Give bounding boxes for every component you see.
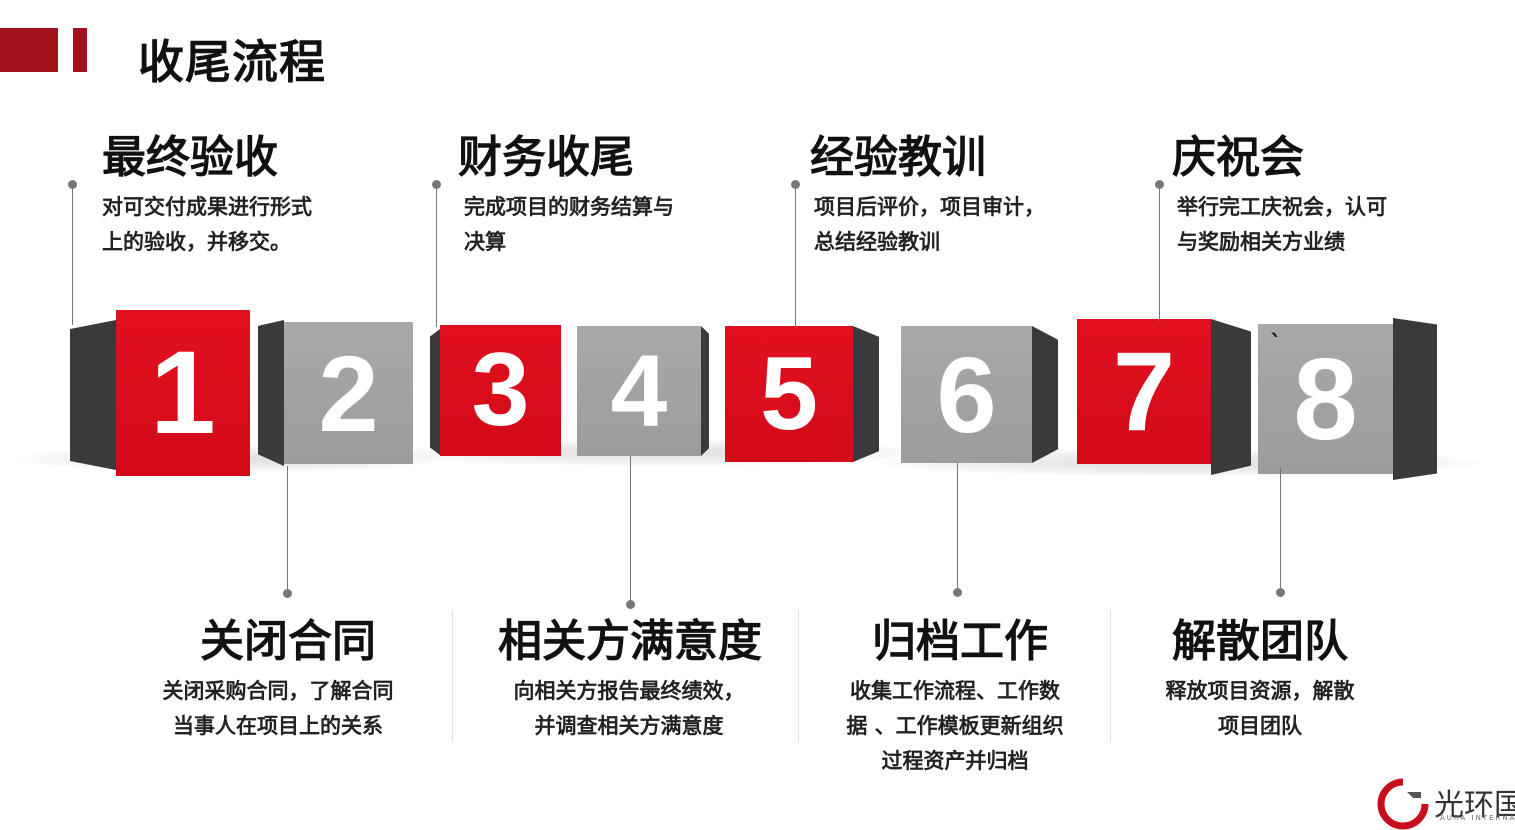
step-desc-line: 举行完工庆祝会，认可 <box>1177 195 1387 219</box>
step-number-6: 6 <box>901 326 1032 463</box>
step-desc-4: 向相关方报告最终绩效， 并调查相关方满意度 <box>464 674 794 744</box>
stray-tick-mark: ` <box>1270 330 1282 358</box>
logo-subtext: AURA INTERNATIONAL <box>1440 814 1515 822</box>
step-desc-line: 对可交付成果进行形式 <box>102 195 312 219</box>
step-number-1: 1 <box>116 310 250 476</box>
step-number-4: 4 <box>577 326 701 456</box>
leader-line <box>436 185 437 327</box>
step-desc-5: 项目后评价，项目审计， 总结经验教训 <box>814 190 1045 260</box>
logo-text: 光环国 <box>1434 788 1515 823</box>
leader-dot <box>791 180 800 189</box>
step-desc-line: 释放项目资源，解散 <box>1165 679 1355 703</box>
step-title-6: 归档工作 <box>872 616 1048 667</box>
leader-dot <box>626 600 635 609</box>
step-desc-line: 决算 <box>464 230 506 254</box>
step-desc-1: 对可交付成果进行形式 上的验收，并移交。 <box>102 190 312 260</box>
leader-line <box>72 185 73 325</box>
step-desc-line: 当事人在项目上的关系 <box>173 714 383 738</box>
step-desc-line: 与奖励相关方业绩 <box>1177 230 1345 254</box>
step-desc-line: 完成项目的财务结算与 <box>464 195 674 219</box>
leader-dot <box>432 180 441 189</box>
step-title-3: 财务收尾 <box>458 132 634 183</box>
leader-line <box>630 456 631 604</box>
step-desc-6: 收集工作流程、工作数 据 、工作模板更新组织 过程资产并归档 <box>800 674 1110 779</box>
step-desc-line: 收集工作流程、工作数 <box>850 679 1060 703</box>
step-title-8: 解散团队 <box>1172 616 1348 667</box>
leader-line <box>795 185 796 327</box>
step-desc-line: 关闭采购合同，了解合同 <box>162 679 394 703</box>
step-title-5: 经验教训 <box>810 132 986 183</box>
leader-line <box>957 463 958 593</box>
header-accent-bar-small <box>73 28 87 72</box>
step-desc-line: 项目团队 <box>1218 714 1302 738</box>
step-desc-3: 完成项目的财务结算与 决算 <box>464 190 674 260</box>
aura-logo-icon <box>1377 778 1429 830</box>
step-title-1: 最终验收 <box>102 132 278 183</box>
page-title: 收尾流程 <box>138 35 326 89</box>
header-accent-bar <box>0 28 58 72</box>
leader-line <box>1159 185 1160 321</box>
step-desc-line: 过程资产并归档 <box>881 749 1029 773</box>
step-title-4: 相关方满意度 <box>498 616 762 667</box>
step-number-2: 2 <box>284 322 413 464</box>
step-desc-line: 项目后评价，项目审计， <box>814 195 1045 219</box>
step-desc-line: 上的验收，并移交。 <box>102 230 291 254</box>
leader-dot <box>1276 588 1285 597</box>
leader-dot <box>68 180 77 189</box>
step-number-5: 5 <box>725 326 853 462</box>
leader-dot <box>1155 180 1164 189</box>
column-separator <box>1110 610 1111 742</box>
step-number-3: 3 <box>440 325 561 456</box>
step-desc-line: 向相关方报告最终绩效， <box>513 679 745 703</box>
leader-dot <box>953 588 962 597</box>
step-desc-line: 据 、工作模板更新组织 <box>846 714 1064 738</box>
step-number-8: 8 <box>1258 324 1393 474</box>
leader-line <box>287 466 288 593</box>
step-desc-line: 并调查相关方满意度 <box>534 714 724 738</box>
step-number-7: 7 <box>1077 319 1211 464</box>
leader-line <box>1280 468 1281 593</box>
step-title-2: 关闭合同 <box>200 616 376 667</box>
step-desc-2: 关闭采购合同，了解合同 当事人在项目上的关系 <box>120 674 436 744</box>
step-desc-8: 释放项目资源，解散 项目团队 <box>1110 674 1410 744</box>
step-desc-7: 举行完工庆祝会，认可 与奖励相关方业绩 <box>1177 190 1387 260</box>
step-title-7: 庆祝会 <box>1172 132 1304 183</box>
leader-dot <box>283 589 292 598</box>
column-separator <box>452 610 453 742</box>
step-desc-line: 总结经验教训 <box>814 230 940 254</box>
column-separator <box>798 610 799 742</box>
